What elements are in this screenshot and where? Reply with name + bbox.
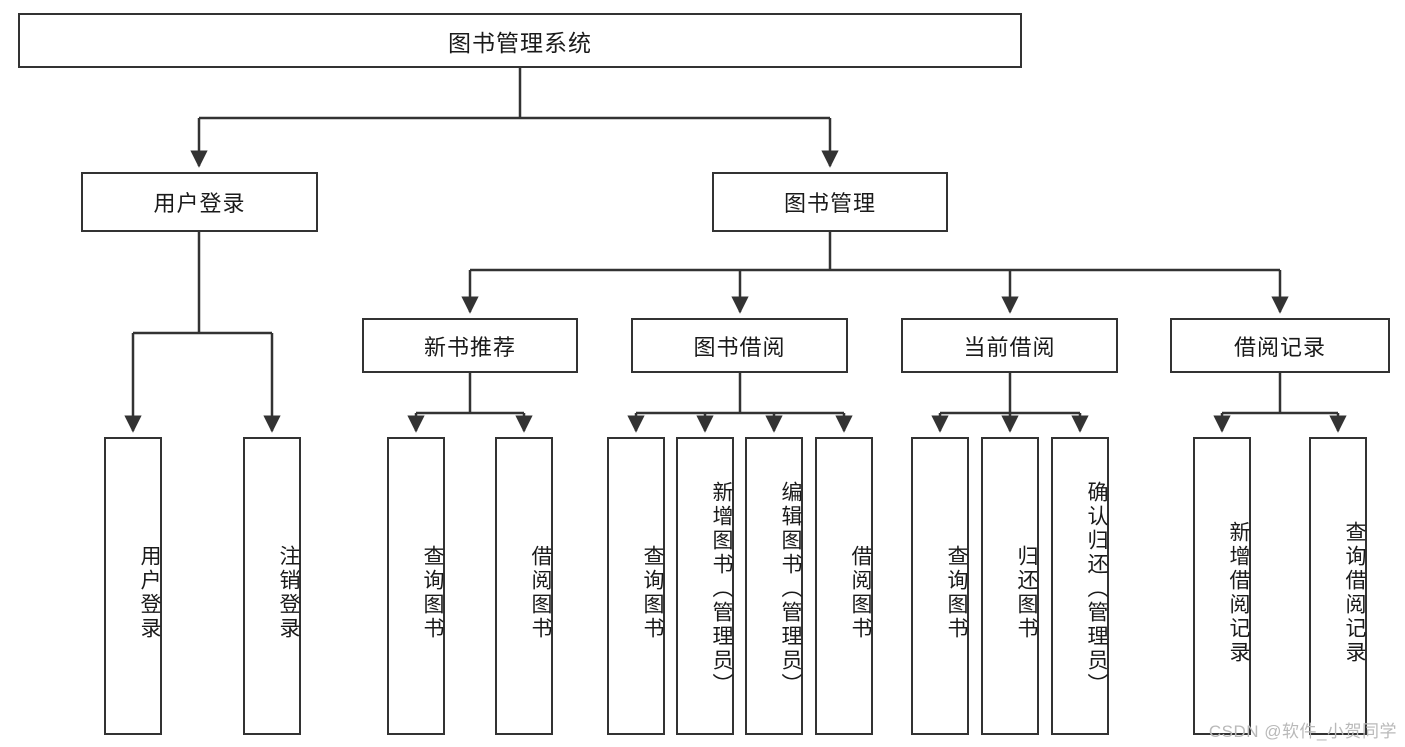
node-user-login[interactable]: 用户登录 bbox=[81, 172, 318, 232]
node-label: 注销登录 bbox=[277, 545, 300, 641]
leaf-recommend-query-book[interactable]: 查询图书 bbox=[387, 437, 445, 735]
node-label: 用户登录 bbox=[138, 545, 161, 641]
leaf-current-confirm-return-admin[interactable]: 确认归还（管理员） bbox=[1051, 437, 1109, 735]
node-label: 借阅图书 bbox=[849, 545, 872, 641]
node-label: 当前借阅 bbox=[963, 334, 1056, 360]
node-label: 新增图书（管理员） bbox=[710, 481, 733, 697]
node-label: 图书管理系统 bbox=[448, 29, 592, 56]
node-label: 查询图书 bbox=[945, 545, 968, 641]
leaf-user-login-login[interactable]: 用户登录 bbox=[104, 437, 162, 735]
leaf-user-login-logout[interactable]: 注销登录 bbox=[243, 437, 301, 735]
node-label: 确认归还（管理员） bbox=[1085, 481, 1108, 697]
node-root-book-management-system[interactable]: 图书管理系统 bbox=[18, 13, 1022, 68]
node-current-borrow[interactable]: 当前借阅 bbox=[901, 318, 1118, 373]
node-label: 归还图书 bbox=[1015, 545, 1038, 641]
leaf-current-query-book[interactable]: 查询图书 bbox=[911, 437, 969, 735]
node-label: 编辑图书（管理员） bbox=[779, 481, 802, 697]
node-label: 新书推荐 bbox=[423, 334, 516, 360]
node-label: 查询借阅记录 bbox=[1343, 521, 1366, 665]
leaf-borrow-borrow-book[interactable]: 借阅图书 bbox=[815, 437, 873, 735]
node-book-borrow[interactable]: 图书借阅 bbox=[631, 318, 848, 373]
node-label: 图书管理 bbox=[783, 191, 876, 216]
watermark: CSDN @软件_小贺同学 bbox=[1208, 722, 1397, 741]
leaf-record-add-record[interactable]: 新增借阅记录 bbox=[1193, 437, 1251, 735]
node-label: 用户登录 bbox=[153, 191, 246, 216]
leaf-borrow-add-book-admin[interactable]: 新增图书（管理员） bbox=[676, 437, 734, 735]
node-new-book-recommend[interactable]: 新书推荐 bbox=[362, 318, 578, 373]
node-label: 借阅图书 bbox=[529, 545, 552, 641]
leaf-record-query-record[interactable]: 查询借阅记录 bbox=[1309, 437, 1367, 735]
node-borrow-record[interactable]: 借阅记录 bbox=[1170, 318, 1390, 373]
node-label: 查询图书 bbox=[421, 545, 444, 641]
node-book-management[interactable]: 图书管理 bbox=[712, 172, 948, 232]
node-label: 查询图书 bbox=[641, 545, 664, 641]
node-label: 借阅记录 bbox=[1233, 334, 1326, 360]
leaf-borrow-edit-book-admin[interactable]: 编辑图书（管理员） bbox=[745, 437, 803, 735]
leaf-current-return-book[interactable]: 归还图书 bbox=[981, 437, 1039, 735]
leaf-recommend-borrow-book[interactable]: 借阅图书 bbox=[495, 437, 553, 735]
node-label: 新增借阅记录 bbox=[1227, 521, 1250, 665]
leaf-borrow-query-book[interactable]: 查询图书 bbox=[607, 437, 665, 735]
node-label: 图书借阅 bbox=[693, 334, 786, 360]
